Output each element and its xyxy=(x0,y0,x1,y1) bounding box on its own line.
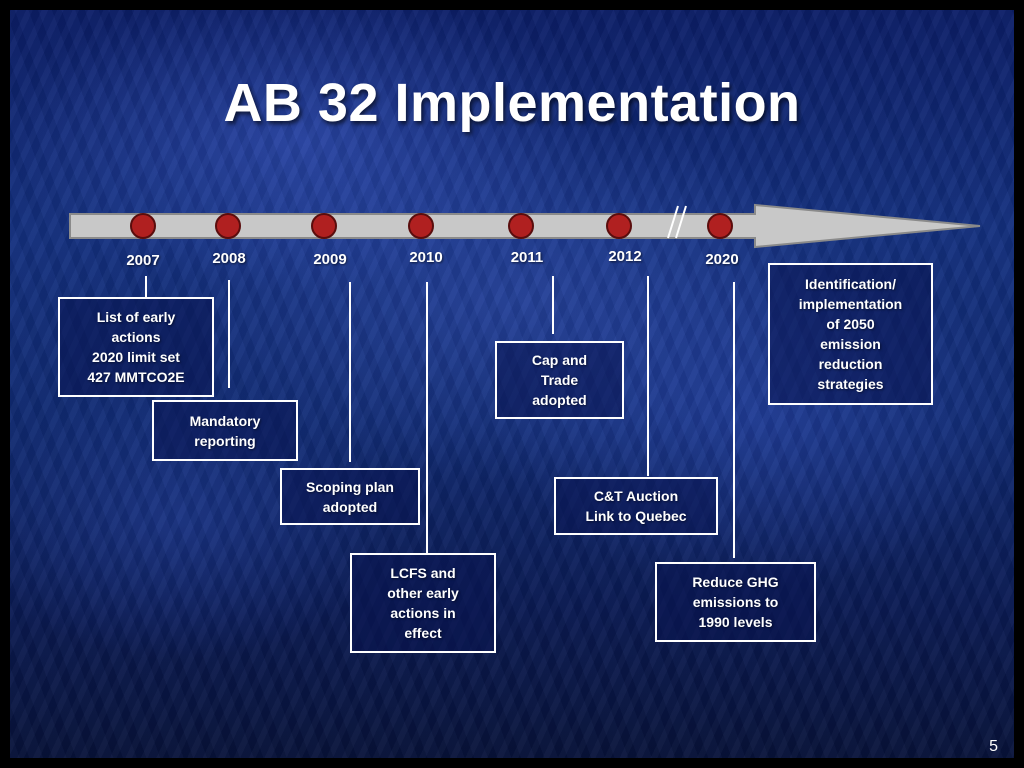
slide-title: AB 32 Implementation xyxy=(223,73,801,133)
event-text: implementation xyxy=(798,296,903,312)
event-text: 2020 limit set xyxy=(92,349,180,365)
event-text: C&T Auction xyxy=(593,488,679,504)
event-text: actions xyxy=(111,329,161,345)
event-text: strategies xyxy=(817,376,884,392)
page-number: 5 xyxy=(989,738,998,755)
event-box-2007: List of early actions 2020 limit set 427… xyxy=(58,297,214,397)
timeline-marker-2010 xyxy=(408,213,434,239)
timeline-break-mark xyxy=(667,205,679,239)
event-box-2020-strategies: Identification/ implementation of 2050 e… xyxy=(768,263,933,405)
event-text: other early xyxy=(387,585,459,601)
event-text: actions in xyxy=(390,605,456,621)
event-box-2012: C&T Auction Link to Quebec xyxy=(554,477,718,535)
event-text: Reduce GHG xyxy=(692,574,779,590)
timeline-break-mark xyxy=(675,205,687,239)
event-text: 427 MMTCO2E xyxy=(87,369,185,385)
event-text: reduction xyxy=(818,356,883,372)
timeline-marker-2007 xyxy=(130,213,156,239)
event-text: adopted xyxy=(322,498,378,515)
year-label-2008: 2008 xyxy=(212,250,246,267)
year-label-2011: 2011 xyxy=(510,249,544,266)
event-text: reporting xyxy=(194,432,256,449)
event-box-2011: Cap and Trade adopted xyxy=(495,341,624,419)
event-text: emissions to xyxy=(692,594,779,610)
year-label-2007: 2007 xyxy=(126,252,160,269)
timeline-marker-2020 xyxy=(707,213,733,239)
event-text: LCFS and xyxy=(390,565,456,581)
event-text: effect xyxy=(404,625,442,641)
event-box-2010: LCFS and other early actions in effect xyxy=(350,553,496,653)
event-text: adopted xyxy=(532,392,587,408)
timeline-marker-2008 xyxy=(215,213,241,239)
event-box-2009: Scoping plan adopted xyxy=(280,468,420,525)
event-text: Trade xyxy=(540,372,579,388)
event-text: List of early xyxy=(96,309,176,325)
timeline-marker-2011 xyxy=(508,213,534,239)
event-box-2020-reduce: Reduce GHG emissions to 1990 levels xyxy=(655,562,816,642)
event-text: Scoping plan xyxy=(306,478,394,495)
event-text: Identification/ xyxy=(805,276,896,292)
event-text: emission xyxy=(820,336,881,352)
timeline-marker-2009 xyxy=(311,213,337,239)
event-box-2008: Mandatory reporting xyxy=(152,400,298,461)
event-text: 1990 levels xyxy=(698,614,773,630)
event-text: of 2050 xyxy=(826,316,875,332)
event-text: Link to Quebec xyxy=(585,508,687,524)
event-text: Mandatory xyxy=(189,412,261,429)
year-label-2009: 2009 xyxy=(313,251,347,268)
year-label-2012: 2012 xyxy=(608,248,642,265)
timeline-marker-2012 xyxy=(606,213,632,239)
year-label-2010: 2010 xyxy=(409,249,443,266)
year-label-2020: 2020 xyxy=(705,251,739,268)
event-text: Cap and xyxy=(531,352,588,368)
